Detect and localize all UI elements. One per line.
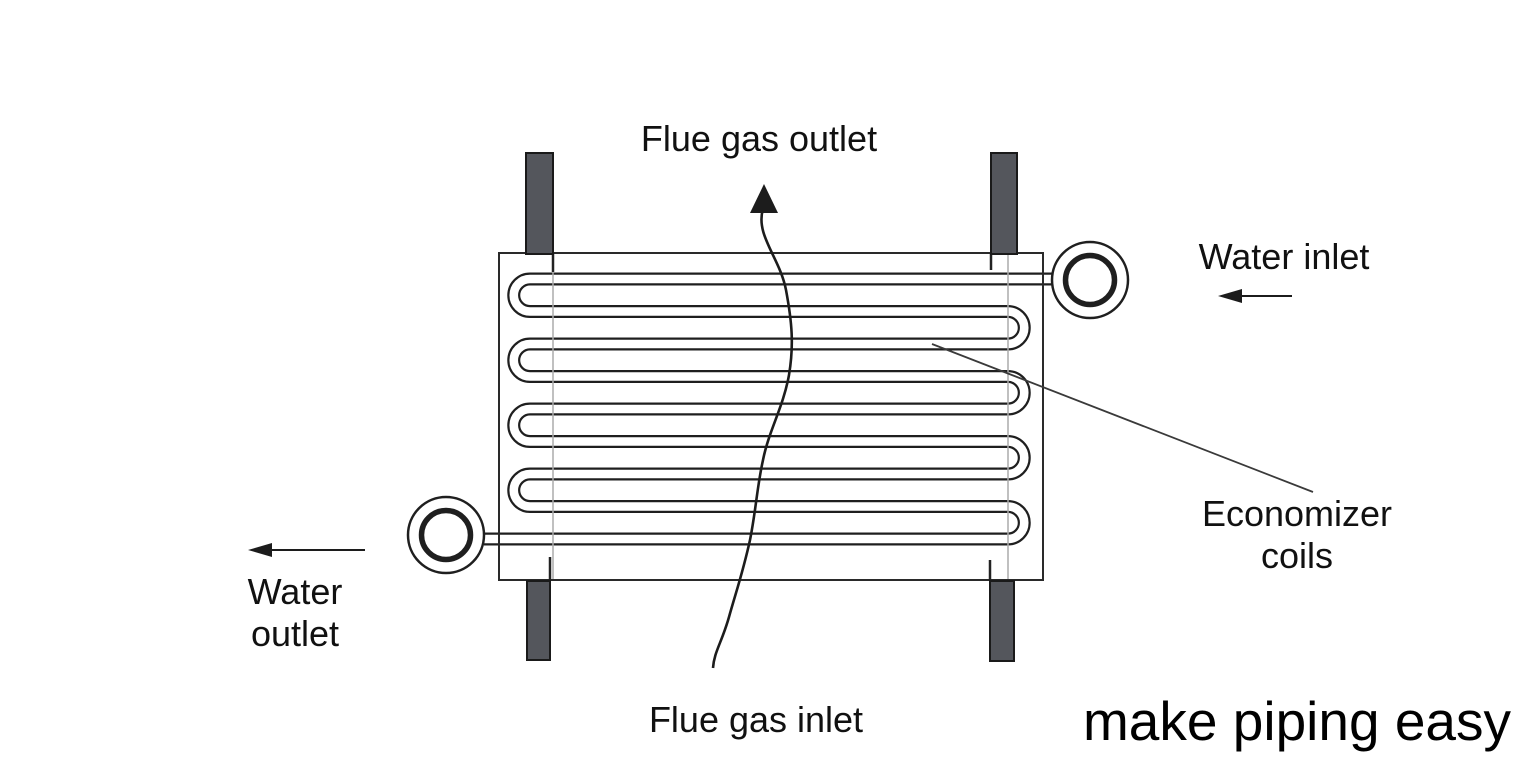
flue-gas-up-arrowhead-icon <box>750 184 778 213</box>
support-bar-top-left <box>525 152 554 255</box>
coil-tube-bore <box>484 274 1053 544</box>
economizer-coils-leader-line <box>931 343 1314 493</box>
water-outlet-arrow-icon <box>248 543 365 557</box>
support-bar-bottom-left <box>526 580 551 661</box>
support-bar-top-right <box>990 152 1018 255</box>
flue-gas-flow-line <box>711 208 794 669</box>
water-outlet-label: Water outlet <box>247 571 343 654</box>
flue-gas-outlet-label: Flue gas outlet <box>640 118 878 159</box>
flue-gas-inlet-label: Flue gas inlet <box>648 699 864 740</box>
water-outlet-flange-inner <box>418 507 474 563</box>
watermark-text: make piping easy <box>1082 690 1512 752</box>
water-inlet-connection <box>1050 240 1130 320</box>
economizer-coils-label: Economizer coils <box>1201 493 1393 576</box>
water-inlet-flange-inner <box>1062 252 1118 308</box>
water-outlet-connection <box>406 495 486 575</box>
support-bar-bottom-right <box>989 580 1015 662</box>
water-inlet-arrow-icon <box>1218 289 1292 303</box>
economizer-casing <box>498 252 1044 581</box>
water-inlet-label: Water inlet <box>1198 236 1370 277</box>
